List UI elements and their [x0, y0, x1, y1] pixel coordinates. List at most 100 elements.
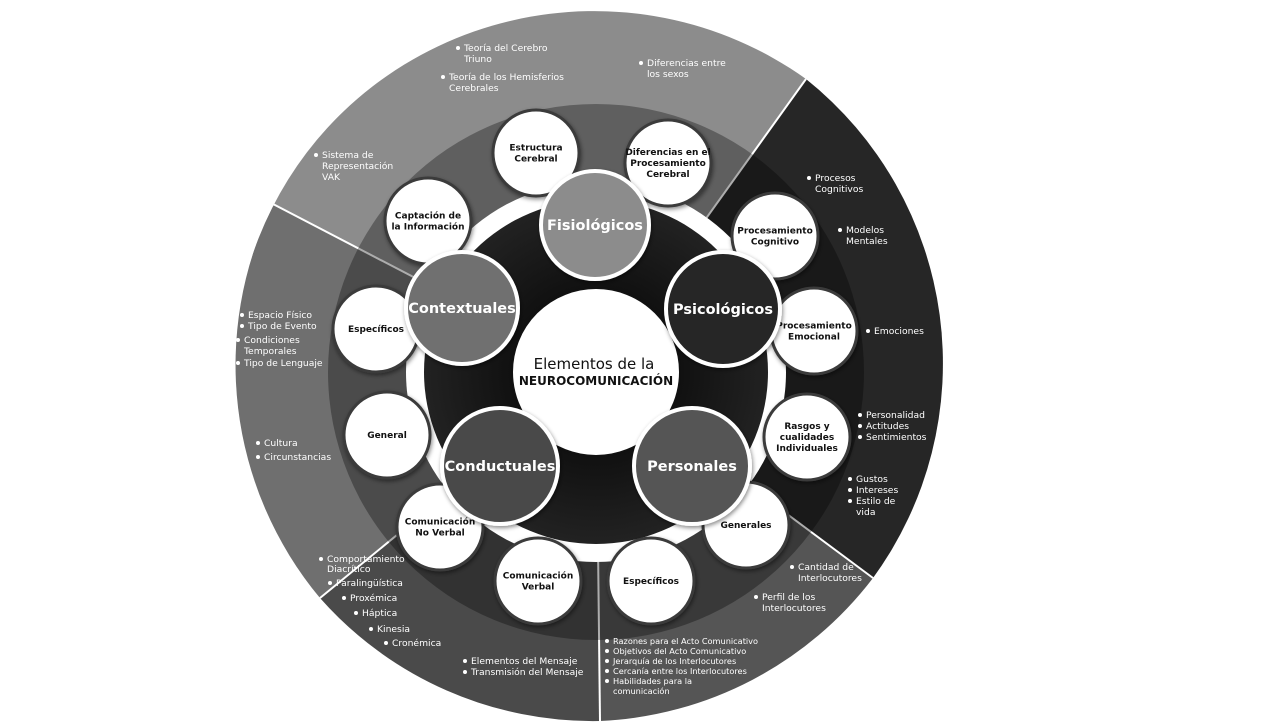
outer-border	[231, 7, 961, 724]
bullet-item: Procesos	[815, 173, 856, 184]
bullet-item: Temporales	[243, 346, 297, 357]
bullet-dot	[240, 324, 244, 328]
bullet-item: Comportamiento	[327, 554, 405, 565]
main-category-psicologicos: Psicológicos	[664, 250, 782, 368]
main-category-contextuales: Contextuales	[404, 250, 520, 366]
bullet-dot	[240, 313, 244, 317]
bullet-dot	[441, 75, 445, 79]
sub-element-label: Específicos	[623, 577, 679, 587]
bullet-item: Paralingüística	[336, 578, 403, 589]
main-category-circle	[404, 250, 520, 366]
bullet-item: Jerarquía de los Interlocutores	[612, 656, 736, 666]
bullet-item: Cronémica	[392, 638, 441, 649]
sub-element-label: Rasgos y	[784, 422, 829, 432]
main-category-label: Conductuales	[445, 459, 556, 475]
bullet-dot	[605, 659, 609, 663]
main-category-circle	[664, 250, 782, 368]
sub-element-label: Comunicación	[503, 571, 573, 582]
sub-element-label: Procesamiento	[776, 322, 852, 332]
bullet-dot	[256, 455, 260, 459]
bullet-dot	[866, 329, 870, 333]
bullet-list-especificos-personales: Razones para el Acto ComunicativoObjetiv…	[605, 636, 758, 696]
bullet-item: Perfil de los	[762, 592, 815, 603]
sub-element-label: Cognitivo	[751, 238, 799, 248]
sub-element-label: Verbal	[522, 583, 555, 593]
sub-element-label: Generales	[720, 521, 771, 531]
bullet-item: Diacrítico	[327, 564, 371, 575]
bullet-item: Interlocutores	[762, 603, 826, 614]
sub-element-label: Emocional	[788, 333, 840, 343]
sub-element-label: Procesamiento	[737, 227, 813, 237]
bullet-item: VAK	[322, 172, 341, 183]
bullet-item: Intereses	[856, 485, 898, 496]
sub-element-label: Cerebral	[646, 170, 689, 180]
bullet-item: Personalidad	[866, 410, 925, 421]
bullet-item: Elementos del Mensaje	[471, 656, 578, 667]
sub-element-circle	[342, 390, 432, 480]
bullet-dot	[858, 435, 862, 439]
bullet-dot	[790, 565, 794, 569]
bullet-dot	[838, 228, 842, 232]
bullet-item: Cantidad de	[798, 562, 854, 573]
sub-element-label: Específicos	[348, 325, 404, 335]
sub-element-label: la Información	[391, 222, 464, 233]
bullet-item: Modelos	[846, 225, 884, 236]
bullet-item: Actitudes	[866, 421, 909, 432]
sub-element-circle	[606, 536, 696, 626]
bullet-item: Tipo de Lenguaje	[243, 358, 323, 369]
sub-element-label: Comunicación	[405, 517, 475, 528]
sub-element-label: Estructura	[509, 144, 562, 154]
sub-element-label: cualidades	[780, 433, 834, 443]
main-category-label: Contextuales	[408, 301, 516, 317]
bullet-item: Háptica	[362, 608, 397, 619]
main-category-circle	[632, 406, 752, 526]
bullet-item: Objetivos del Acto Comunicativo	[613, 646, 746, 656]
bullet-item: Circunstancias	[264, 452, 331, 463]
bullet-item: Condiciones	[244, 335, 300, 346]
bullet-item: Tipo de Evento	[247, 321, 317, 332]
bullet-item: comunicación	[613, 686, 670, 696]
sub-element-label: Procesamiento	[630, 159, 706, 169]
bullet-dot	[319, 557, 323, 561]
bullet-item: Habilidades para la	[613, 676, 692, 686]
center-subtitle: NEUROCOMUNICACIÓN	[519, 373, 673, 388]
bullet-dot	[236, 338, 240, 342]
bullet-item: Diferencias entre	[647, 58, 726, 69]
bullet-dot	[384, 641, 388, 645]
bullet-item: Gustos	[856, 474, 888, 485]
bullet-dot	[314, 153, 318, 157]
main-category-label: Psicológicos	[673, 302, 773, 318]
bullet-dot	[848, 488, 852, 492]
bullet-dot	[639, 61, 643, 65]
sub-element-especificos-personales: Específicos	[606, 536, 696, 626]
main-category-personales: Personales	[632, 406, 752, 526]
bullet-dot	[256, 441, 260, 445]
bullet-dot	[605, 679, 609, 683]
center-label: Elementos de la NEUROCOMUNICACIÓN	[519, 355, 673, 388]
bullet-dot	[848, 477, 852, 481]
sub-element-label: No Verbal	[415, 529, 464, 539]
main-category-label: Personales	[647, 459, 737, 475]
main-category-circle	[440, 406, 560, 526]
sub-element-label: Diferencias en el	[625, 148, 710, 158]
bullet-item: Estilo de	[856, 496, 896, 507]
bullet-dot	[858, 424, 862, 428]
main-category-fisiologicos: Fisiológicos	[539, 169, 651, 281]
bullet-item: Interlocutores	[798, 573, 862, 584]
bullet-item: Teoría de los Hemisferios	[448, 72, 564, 83]
bullet-item: Sentimientos	[866, 432, 927, 443]
main-category-conductuales: Conductuales	[440, 406, 560, 526]
sub-element-circle	[493, 536, 583, 626]
bullet-item: Teoría del Cerebro	[463, 43, 548, 54]
